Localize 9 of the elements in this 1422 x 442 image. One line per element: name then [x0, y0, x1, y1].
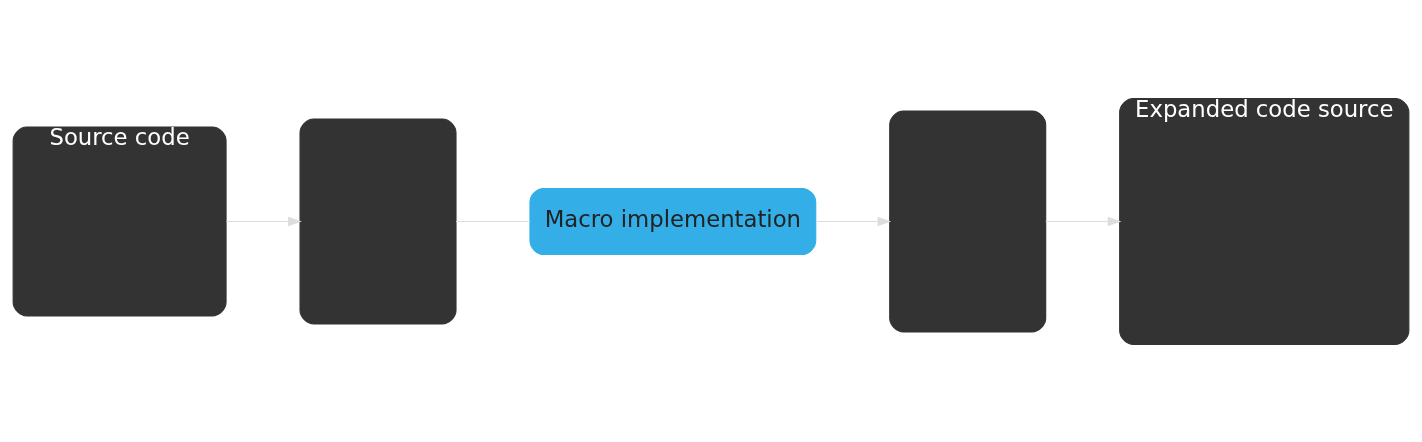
arrow [815, 216, 892, 226]
node-box: Macro implementation [529, 187, 817, 255]
connector [455, 220, 531, 222]
node-box: Source code [12, 125, 227, 317]
arrow [225, 216, 302, 226]
node-box [299, 117, 457, 325]
arrow [1045, 216, 1122, 226]
node-box: Expanded code source [1119, 97, 1410, 345]
node-box [889, 110, 1047, 332]
